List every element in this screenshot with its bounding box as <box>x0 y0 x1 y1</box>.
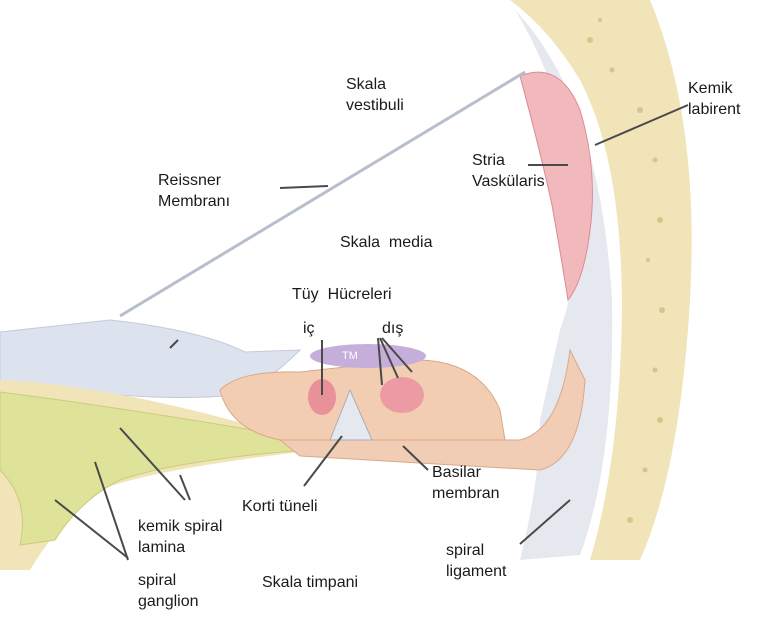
label-dis: dış <box>382 318 403 339</box>
label-skala-media: Skala media <box>340 232 433 253</box>
label-skala-timpani: Skala timpani <box>262 572 358 593</box>
label-tectorial-membrane: TM <box>342 350 358 362</box>
outer-hair-cells <box>380 377 424 413</box>
tectorial-membrane-shape <box>310 344 426 368</box>
label-tuy-hucreleri: Tüy Hücreleri <box>292 284 392 305</box>
label-ic: iç <box>303 318 315 339</box>
label-korti-tuneli: Korti tüneli <box>242 496 318 517</box>
